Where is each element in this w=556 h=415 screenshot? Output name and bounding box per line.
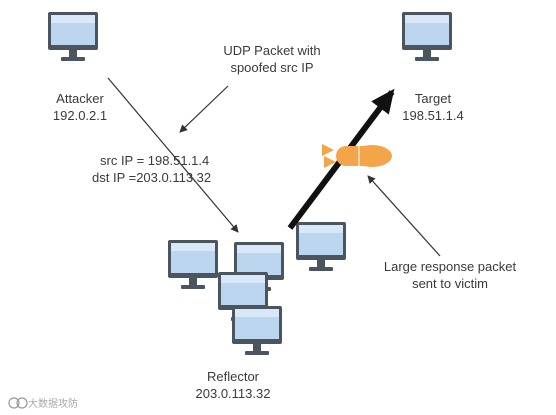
response-note: Large response packet sent to victim bbox=[372, 258, 528, 292]
reflector-computer-icon bbox=[232, 306, 282, 355]
response-note-arrow bbox=[367, 175, 441, 257]
response-note-line2: sent to victim bbox=[412, 276, 488, 291]
reflector-computer-icon bbox=[296, 222, 346, 271]
target-computer-icon bbox=[402, 12, 452, 61]
packet-dst-ip: dst IP =203.0.113.32 bbox=[92, 170, 212, 185]
target-label: Target 198.51.1.4 bbox=[388, 90, 478, 124]
target-ip: 198.51.1.4 bbox=[402, 108, 464, 123]
target-name: Target bbox=[414, 91, 452, 106]
attacker-ip: 192.0.2.1 bbox=[52, 108, 108, 123]
reflector-computer-icon bbox=[168, 240, 218, 289]
attacker-name: Attacker bbox=[56, 91, 104, 106]
udp-note-arrow bbox=[179, 85, 229, 133]
response-note-line1: Large response packet bbox=[383, 259, 517, 274]
udp-note: UDP Packet with spoofed src IP bbox=[212, 42, 332, 76]
attacker-computer-icon bbox=[48, 12, 98, 61]
watermark-text: 大数据攻防 bbox=[28, 399, 78, 410]
udp-note-line2: spoofed src IP bbox=[230, 60, 314, 75]
watermark-logo-icon bbox=[8, 397, 28, 409]
attacker-label: Attacker 192.0.2.1 bbox=[40, 90, 120, 124]
reflector-ip: 203.0.113.32 bbox=[195, 386, 271, 401]
spoofed-request-arrow bbox=[107, 77, 239, 233]
reflector-label: Reflector 203.0.113.32 bbox=[178, 368, 288, 402]
reflector-name: Reflector bbox=[206, 369, 260, 384]
packet-fields: src IP = 198.51.1.4 dst IP =203.0.113.32 bbox=[76, 152, 256, 186]
packet-bomb-icon bbox=[322, 144, 392, 168]
udp-note-line1: UDP Packet with bbox=[223, 43, 321, 58]
packet-src-ip: src IP = 198.51.1.4 bbox=[100, 153, 210, 168]
